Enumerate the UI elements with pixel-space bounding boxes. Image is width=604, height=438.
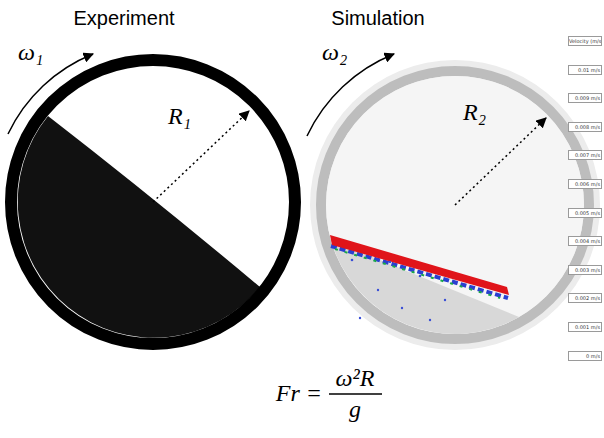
velocity-scale-label: 0.01 m/s (568, 65, 602, 75)
panel-heading: Simulation (331, 8, 424, 28)
velocity-scale-label: 0.008 m/s (568, 122, 602, 132)
angular-speed-symbol: ω₂ (322, 40, 347, 64)
experiment-drum (8, 54, 295, 344)
rotation-arrow (307, 54, 394, 136)
radius-arrow (153, 111, 249, 202)
drum-wall (321, 71, 589, 339)
formula-numerator: ω²R (336, 366, 375, 390)
particle-layer (331, 246, 508, 298)
velocity-scale-label: 0.006 m/s (568, 179, 602, 189)
rotation-arrow (8, 54, 93, 134)
velocity-scale-label: 0.009 m/s (568, 93, 602, 103)
panel-heading: Experiment (73, 8, 174, 28)
velocity-scale-label: 0.005 m/s (568, 208, 602, 218)
simulation-drum (307, 54, 600, 350)
velocity-scale-label: Velocity (m/s) (568, 36, 602, 46)
flowing-layer (330, 235, 509, 295)
particle-layer (335, 249, 500, 298)
velocity-scale-label: 0.001 m/s (568, 322, 602, 332)
fraction-bar (329, 393, 382, 395)
drum-wall (11, 60, 295, 344)
formula-denominator: g (349, 397, 361, 421)
radius-arrow (455, 118, 546, 205)
velocity-scale-label: 0.003 m/s (568, 265, 602, 275)
formula-lhs: Fr = (276, 381, 322, 405)
velocity-scale-label: 0.007 m/s (568, 150, 602, 160)
radius-symbol: R₁ (168, 104, 191, 128)
particles (351, 259, 446, 321)
velocity-scale-label: 0 m/s (568, 351, 602, 361)
velocity-scale-label: 0.004 m/s (568, 236, 602, 246)
simulation-drum-node: SimulationR₂ (310, 60, 600, 350)
experiment-drum-node: ExperimentR₁ (11, 60, 295, 344)
radius-symbol: R₂ (463, 100, 486, 124)
velocity-scale-label: 0.002 m/s (568, 293, 602, 303)
angular-speed-symbol: ω₁ (18, 40, 43, 64)
